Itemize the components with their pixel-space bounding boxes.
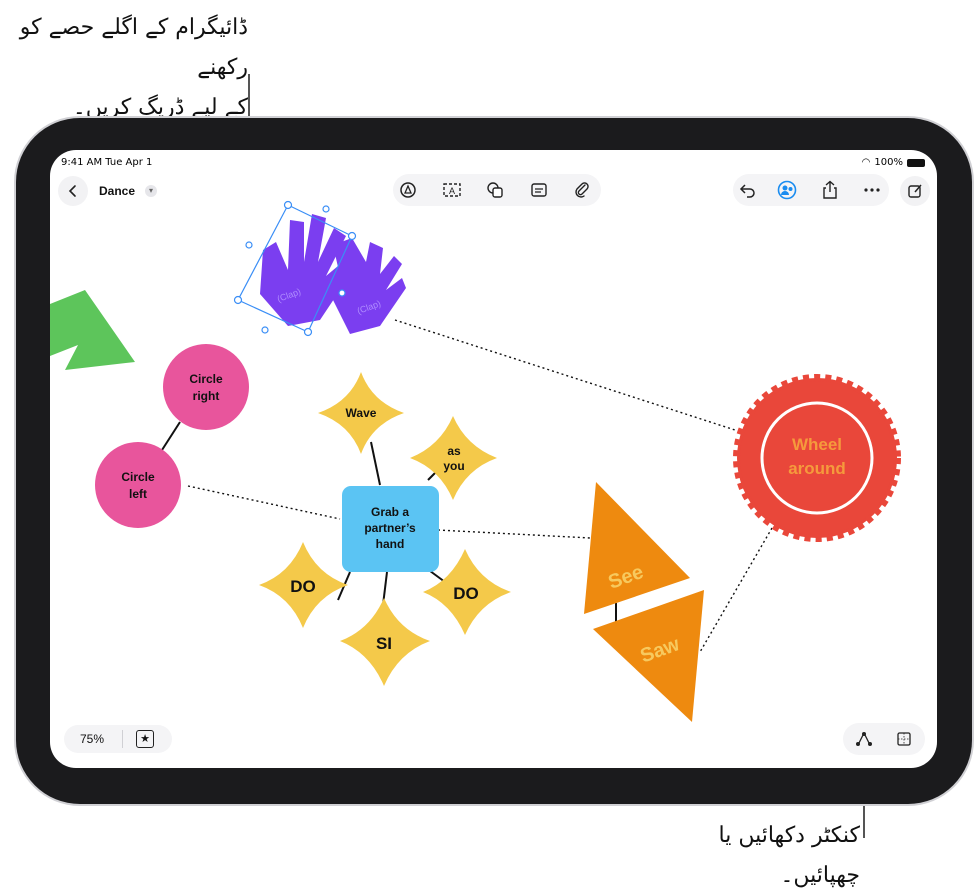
see-triangle-node[interactable]: [584, 482, 690, 614]
back-button[interactable]: [58, 176, 88, 206]
connector-wheel-saw[interactable]: [699, 527, 773, 653]
as-you-label-2: you: [443, 459, 464, 473]
shapes-icon: [487, 182, 503, 198]
freeform-screen: 9:41 AM Tue Apr 1 ◠ 100% Dance ▾ A: [50, 150, 937, 768]
circle-right-node[interactable]: [163, 344, 249, 430]
circle-left-label-2: left: [129, 487, 147, 501]
undo-icon: [739, 184, 755, 198]
connector-handle-top[interactable]: [322, 205, 330, 213]
zoom-divider: [122, 730, 123, 748]
status-right: ◠ 100%: [862, 157, 925, 168]
drag-hint-callout: ڈائیگرام کے اگلے حصے کو رکھنے کے لیے ڈری…: [8, 8, 248, 128]
si-star-node[interactable]: [340, 598, 430, 686]
connectors-icon: [856, 732, 872, 746]
navigator-icon: [897, 732, 911, 746]
text-box-icon: A: [443, 183, 461, 197]
circle-right-label-2: right: [193, 389, 220, 403]
grab-label-2: partner’s: [364, 521, 416, 535]
wifi-icon: ◠: [861, 157, 871, 168]
connector-wave-grab[interactable]: [370, 441, 381, 486]
connector-circle-left-grab[interactable]: [187, 485, 341, 520]
text-box-button[interactable]: A: [440, 178, 464, 202]
share-button[interactable]: [818, 178, 842, 202]
sticky-note-button[interactable]: [527, 178, 551, 202]
right-tools-pill: [733, 174, 889, 206]
bottom-right-controls: [843, 723, 925, 755]
svg-text:A: A: [449, 186, 455, 196]
connector-clap-wheel[interactable]: [394, 319, 736, 431]
connectors-hint-text: کنکٹر دکھائیں یا چھپائیں۔: [718, 823, 860, 888]
pen-icon: [400, 182, 416, 198]
attachment-button[interactable]: [570, 178, 594, 202]
undo-button[interactable]: [736, 178, 760, 202]
as-you-label-1: as: [447, 444, 461, 458]
share-icon: [823, 180, 837, 199]
star-icon: ★: [140, 732, 150, 745]
pen-tool-button[interactable]: [396, 178, 420, 202]
circle-left-label-1: Circle: [121, 470, 155, 484]
collaborate-icon: [777, 180, 797, 200]
grab-label-3: hand: [376, 537, 405, 551]
battery-percent: 100%: [874, 157, 903, 168]
title-menu-button[interactable]: ▾: [145, 185, 157, 197]
wheel-label-1: Wheel: [792, 435, 842, 454]
zoom-level[interactable]: 75%: [80, 732, 105, 746]
selection-handle-bottom-left[interactable]: [233, 295, 243, 305]
battery-icon: [907, 158, 925, 167]
circle-left-node[interactable]: [95, 442, 181, 528]
document-title[interactable]: Dance: [99, 184, 136, 198]
attachment-icon: [575, 182, 589, 198]
grab-label-1: Grab a: [371, 505, 409, 519]
drag-hint-line1: ڈائیگرام کے اگلے حصے کو رکھنے: [19, 15, 248, 80]
circle-right-label-1: Circle: [189, 372, 223, 386]
collaborate-button[interactable]: [775, 178, 799, 202]
wheel-label-2: around: [788, 459, 846, 478]
clap-left-hand-image[interactable]: (Clap): [260, 214, 356, 326]
shapes-button[interactable]: [483, 178, 507, 202]
zoom-control[interactable]: 75% ★: [64, 725, 172, 753]
clap-right-hand-image[interactable]: (Clap): [332, 238, 406, 334]
selection-handle-bottom-right[interactable]: [303, 327, 313, 337]
more-button[interactable]: [860, 178, 884, 202]
chevron-left-icon: [68, 185, 76, 197]
selection-handle-top-left[interactable]: [283, 200, 293, 210]
si-label: SI: [376, 634, 392, 653]
sticky-note-icon: [531, 183, 547, 197]
connector-grab-see[interactable]: [437, 529, 591, 539]
as-you-star-node[interactable]: [410, 416, 497, 500]
do-right-star-node[interactable]: [423, 549, 511, 635]
connector-handle-right[interactable]: [338, 289, 346, 297]
do-left-label: DO: [290, 577, 316, 596]
selection-frame[interactable]: [233, 200, 357, 337]
connector-circle-right-left[interactable]: [161, 421, 181, 451]
compose-button[interactable]: [900, 176, 930, 206]
wheel-around-node[interactable]: [733, 374, 901, 542]
status-time-date: 9:41 AM Tue Apr 1: [61, 157, 153, 168]
wave-label: Wave: [346, 406, 377, 420]
favorites-button[interactable]: ★: [136, 730, 154, 748]
connectors-toggle-button[interactable]: [853, 729, 875, 749]
compose-icon: [908, 184, 922, 198]
selection-handle-top-right[interactable]: [347, 231, 357, 241]
connector-handle-bottom[interactable]: [261, 326, 269, 334]
do-right-label: DO: [453, 584, 479, 603]
drag-hint-line2: کے لیے ڈریگ کریں۔: [72, 95, 248, 120]
saw-triangle-node[interactable]: [593, 590, 704, 722]
wheel-inner-ring: [760, 401, 874, 515]
green-arrow-shape[interactable]: [50, 290, 135, 370]
board-canvas[interactable]: Circle right Circle left Wave as you DO …: [50, 150, 937, 768]
grab-partner-node[interactable]: [342, 486, 439, 572]
hand-left-shape: [260, 214, 356, 326]
connectors-hint-callout: کنکٹر دکھائیں یا چھپائیں۔: [640, 816, 860, 896]
connector-handle-left[interactable]: [245, 241, 253, 249]
navigator-button[interactable]: [893, 729, 915, 749]
chevron-down-icon: ▾: [148, 186, 153, 195]
do-left-star-node[interactable]: [259, 542, 348, 628]
hand-right-shape: [332, 238, 406, 334]
wave-star-node[interactable]: [318, 372, 404, 454]
more-icon: [864, 188, 880, 192]
